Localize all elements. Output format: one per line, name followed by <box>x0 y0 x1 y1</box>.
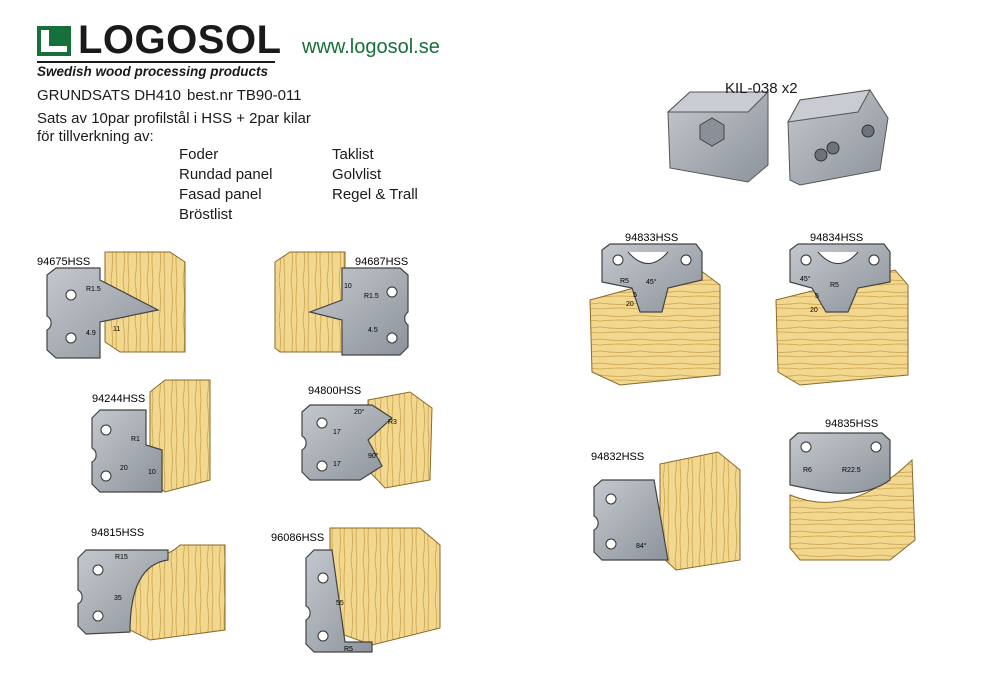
svg-text:90°: 90° <box>368 452 379 460</box>
brand-tagline: Swedish wood processing products <box>37 64 269 79</box>
svg-text:11: 11 <box>113 326 120 333</box>
knife-94833: 94833HSS R5 45° 5 20 <box>589 232 721 386</box>
set-name: GRUNDSATS DH410 <box>37 87 181 104</box>
knife-code: 94834HSS <box>810 232 863 244</box>
product-item: Golvlist <box>332 166 382 183</box>
knife-code: 94833HSS <box>625 232 678 244</box>
product-item: Taklist <box>332 146 374 163</box>
knife-code: 94815HSS <box>91 527 144 539</box>
svg-text:20: 20 <box>626 301 634 308</box>
product-list-left: Foder Rundad panel Fasad panel Bröstlist <box>179 145 272 225</box>
svg-text:84°: 84° <box>636 542 647 550</box>
knife-94832: 94832HSS 84° <box>591 451 741 571</box>
svg-text:55: 55 <box>336 600 344 607</box>
brand-name: LOGOSOL <box>78 18 282 62</box>
svg-text:10: 10 <box>344 283 352 290</box>
knife-code: 94832HSS <box>591 451 644 463</box>
bolt-hole-icon <box>814 148 828 162</box>
product-item: Foder <box>179 146 219 163</box>
product-list-right: Taklist Golvlist Regel & Trall <box>332 145 418 205</box>
svg-text:20: 20 <box>810 307 818 314</box>
knife-code: 94835HSS <box>825 418 878 430</box>
product-item: Regel & Trall <box>332 186 418 203</box>
svg-text:4.5: 4.5 <box>368 327 378 334</box>
set-description: Sats av 10par profilstål i HSS + 2par ki… <box>37 110 311 127</box>
bolt-hole-icon <box>826 141 840 155</box>
svg-text:R1.5: R1.5 <box>364 293 379 300</box>
svg-text:45°: 45° <box>800 275 811 283</box>
svg-text:10: 10 <box>148 469 156 476</box>
svg-text:R5: R5 <box>344 646 353 653</box>
knife-94800: 94800HSS 20° R3 17 17 90° <box>301 385 433 489</box>
knife-code: 94800HSS <box>308 385 361 397</box>
product-item: Rundad panel <box>179 166 273 183</box>
knife-94815: 94815HSS R15 35 <box>77 527 226 641</box>
svg-text:R5: R5 <box>620 278 629 285</box>
svg-text:20: 20 <box>120 465 128 472</box>
svg-text:4.9: 4.9 <box>86 330 96 337</box>
wedge-left <box>666 91 770 183</box>
svg-text:R15: R15 <box>115 554 128 561</box>
svg-text:R1.5: R1.5 <box>86 286 101 293</box>
knife-96086: 96086HSS 55 R5 <box>271 527 441 653</box>
set-description-cont: för tillverkning av: <box>37 128 154 145</box>
svg-text:5: 5 <box>633 292 637 299</box>
bolt-hole-icon <box>861 124 875 138</box>
knife-94687: 94687HSS 10 R1.5 4.5 <box>274 251 409 356</box>
svg-text:17: 17 <box>333 429 341 436</box>
kil-wedge-group: KIL-038 x2 <box>666 80 889 186</box>
svg-text:R3: R3 <box>388 419 397 426</box>
product-item: Fasad panel <box>179 186 262 203</box>
knife-code: 96086HSS <box>271 532 324 544</box>
svg-text:35: 35 <box>114 595 122 602</box>
svg-text:R5: R5 <box>830 282 839 289</box>
svg-text:R22.5: R22.5 <box>842 467 861 474</box>
knife-code: 94675HSS <box>37 256 90 268</box>
website-link[interactable]: www.logosol.se <box>302 36 440 58</box>
kil-label: KIL-038 x2 <box>725 80 798 97</box>
svg-text:17: 17 <box>333 461 341 468</box>
svg-text:5: 5 <box>815 293 819 300</box>
knife-code: 94687HSS <box>355 256 408 268</box>
svg-text:20°: 20° <box>354 408 365 416</box>
knife-94834: 94834HSS 45° R5 5 20 <box>775 232 909 386</box>
svg-text:R1: R1 <box>131 436 140 443</box>
logosol-logo-icon <box>37 26 71 56</box>
order-number: best.nr TB90-011 <box>187 87 302 104</box>
hex-bolt-icon <box>699 117 725 147</box>
knife-94835: 94835HSS R6 R22.5 <box>789 418 916 561</box>
svg-text:R6: R6 <box>803 467 812 474</box>
svg-text:45°: 45° <box>646 278 657 286</box>
knife-94675: 94675HSS R1.5 11 4.9 <box>37 251 186 359</box>
product-item: Bröstlist <box>179 206 233 223</box>
knife-94244: 94244HSS R1 20 10 <box>91 379 211 493</box>
knife-code: 94244HSS <box>92 393 145 405</box>
wedge-right <box>787 89 889 186</box>
brand-divider <box>37 61 275 63</box>
